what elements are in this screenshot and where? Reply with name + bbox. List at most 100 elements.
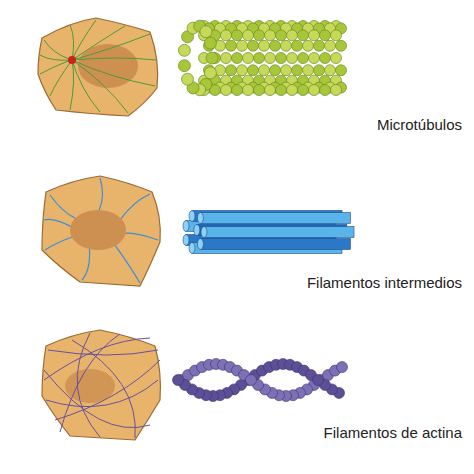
tubulin-bead [281,40,292,51]
tubulin-bead [331,53,342,64]
tubulin-bead [178,44,190,56]
actin-bead [313,375,324,386]
tubulin-bead [331,30,342,41]
microtubule-model [178,20,346,96]
microtubule-line [40,55,72,60]
intermediate-line [45,237,72,250]
microtubule-line [70,25,74,60]
tubulin-bead [248,65,259,76]
filament-end [197,239,203,250]
microtubule-line [72,58,156,60]
tubulin-bead [265,53,276,64]
cell-intermediate [42,176,160,286]
tubulin-bead [237,65,248,76]
intermediate-lines [44,178,158,283]
tubulin-bead [178,60,190,72]
tubulin-bead [200,26,212,38]
tubulin-bead [243,30,254,41]
actin-line [44,370,150,428]
actin-line [46,380,158,407]
tubulin-bead [287,53,298,64]
tubulin-bead [221,53,232,64]
microtubule-lines [40,20,156,113]
tubulin-bead [298,85,309,96]
microtubule-line [40,60,72,74]
tubulin-bead [254,30,265,41]
structure-label: Filamentos de actina [324,424,462,442]
cell-actin [42,330,160,440]
tubulin-bead [276,53,287,64]
actin-bead [246,375,257,386]
actin-bead [337,362,348,373]
tubulin-bead [237,40,248,51]
tubulin-bead [259,65,270,76]
tubulin-bead [243,85,254,96]
structure-label: Filamentos intermedios [307,274,462,292]
intermediate-line [99,178,102,210]
tubulin-bead [292,65,303,76]
nucleus [70,210,126,250]
tubulin-bead [204,37,216,49]
cell-outline [42,176,160,286]
tubulin-bead [265,30,276,41]
tubulin-bead [298,53,309,64]
tubulin-bead [314,40,325,51]
structure-label: Microtúbulos [377,116,462,134]
intermediate-line [44,219,70,226]
filament-end [183,235,189,246]
tubulin-bead [287,30,298,41]
cell-outline [38,18,158,116]
tubulin-bead [331,85,342,96]
tubulin-bead [298,30,309,41]
microtubule-line [44,40,72,60]
tubulin-bead [325,40,336,51]
tubulin-bead [281,65,292,76]
tubulin-bead [221,30,232,41]
actin-line [44,338,150,380]
filament-end [189,211,195,222]
filament-rod [200,239,350,250]
cell-microtubules [38,18,158,116]
tubulin-bead [309,53,320,64]
intermediate-line [121,194,150,219]
tubulin-bead [248,40,259,51]
cell-outline [42,330,160,440]
microtubule-line [72,34,150,60]
tubulin-bead [226,65,237,76]
tubulin-bead [270,40,281,51]
tubulin-bead [226,40,237,51]
tubulin-bead [221,85,232,96]
tubulin-bead [276,85,287,96]
tubulin-bead [270,65,281,76]
actin-line [55,360,160,420]
microtubule-line [72,60,155,86]
filament-rod [200,213,350,224]
filament-end [194,225,200,236]
tubulin-bead [320,30,331,41]
tubulin-bead [276,30,287,41]
tubulin-bead [232,85,243,96]
filament-end [189,243,195,254]
tubulin-bead [303,40,314,51]
tubulin-bead [243,53,254,64]
tubulin-bead [204,67,216,79]
filament-end [201,227,207,238]
centrosome [68,56,76,64]
tubulin-bead [259,40,270,51]
tubulin-bead [325,65,336,76]
tubulin-bead [336,40,347,51]
filament-end [183,221,189,232]
tubulin-bead [232,53,243,64]
microtubule-line [72,60,128,113]
intermediate-line [82,249,90,280]
tubulin-bead [320,53,331,64]
tubulin-bead [265,85,276,96]
tubulin-bead [303,65,314,76]
tubulin-bead [254,53,265,64]
tubulin-bead [336,65,347,76]
tubulin-bead [309,30,320,41]
tubulin-bead [206,52,218,64]
microtubule-line [72,26,125,60]
